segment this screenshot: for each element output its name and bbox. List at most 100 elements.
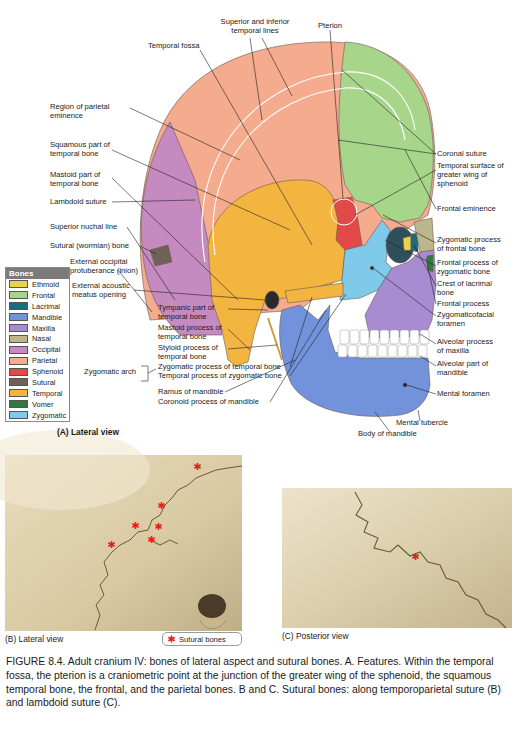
- mastoid-photo: [200, 620, 226, 629]
- part-label: External acoustic meatus opening: [72, 282, 134, 300]
- part-label: Zygomatic process of temporal bone: [158, 363, 290, 372]
- part-label: Mastoid process of temporal bone: [158, 324, 228, 342]
- legend-text: Lacrimal: [32, 302, 60, 311]
- asterisk-symbol: [108, 541, 114, 548]
- legend-swatch: [9, 302, 28, 310]
- part-label: Frontal process: [437, 300, 517, 309]
- sutural-bone: [150, 245, 172, 266]
- mandible-bone: [280, 305, 430, 416]
- photo-b: [0, 430, 242, 631]
- pterion-circle: [331, 199, 357, 225]
- legend-text: Occipital: [32, 345, 60, 354]
- legend-row: Lacrimal: [6, 301, 69, 312]
- part-label: Tympanic part of temporal bone: [158, 304, 228, 322]
- teeth: [338, 330, 429, 357]
- photo-shading: [0, 430, 150, 510]
- frontal-bone: [339, 42, 433, 222]
- legend-swatch: [9, 335, 28, 343]
- legend-row: Maxilla: [6, 323, 69, 334]
- legend-swatch: [9, 324, 28, 332]
- legend-swatch: [9, 280, 28, 288]
- part-label: Ramus of mandible: [158, 388, 238, 397]
- styloid-process: [268, 318, 282, 360]
- part-label: Mastoid part of temporal bone: [50, 171, 112, 189]
- asterisk-symbol: [412, 553, 418, 560]
- asterisk-symbol: [148, 536, 154, 543]
- legend-swatch: [9, 346, 28, 354]
- part-label: Squamous part of temporal bone: [50, 141, 112, 159]
- legend-text: Maxilla: [32, 324, 55, 333]
- legend-text: Sutural: [32, 378, 55, 387]
- part-label: Lambdoid suture: [50, 198, 130, 207]
- legend-swatch: [9, 411, 28, 419]
- legend-swatch: [9, 378, 28, 386]
- legend-sample: [163, 633, 179, 645]
- part-label: Frontal eminence: [437, 205, 517, 214]
- photo-panel: (B) Lateral view: [5, 455, 242, 631]
- part-label: Body of mandible: [358, 430, 438, 439]
- part-label: Region of parietal eminence: [50, 103, 130, 121]
- asterisk-symbol: [158, 502, 164, 509]
- part-label: Pterion: [318, 22, 358, 31]
- vomer-bone: [427, 255, 433, 272]
- part-label: Superior and inferior temporal lines: [215, 18, 295, 36]
- legend-row: Sutural: [6, 377, 69, 388]
- part-label: Frontal process of zygomatic bone: [437, 259, 509, 277]
- legend-swatch: [9, 389, 28, 397]
- orbit: [386, 227, 414, 263]
- legend-box: BonesEthmoidFrontalLacrimalMandibleMaxil…: [5, 267, 70, 422]
- legend-row: Zygomatic: [6, 410, 69, 421]
- part-label: Crest of lacrimal bone: [437, 280, 493, 298]
- part-label: External occipital protuberance (inion): [70, 258, 148, 276]
- legend-text: Temporal: [32, 389, 62, 398]
- asterisk-symbol: [194, 463, 200, 470]
- ethmoid-bone: [403, 236, 411, 251]
- part-label: Temporal process of zygomatic bone: [158, 372, 290, 381]
- legend-text: Frontal: [32, 291, 55, 300]
- part-label: Coronal suture: [437, 150, 517, 159]
- legend-text: Parietal: [32, 356, 57, 365]
- legend-text: Zygomatic: [32, 411, 66, 420]
- legend-row: Temporal: [6, 388, 69, 399]
- photo-panel: (C) Posterior view: [282, 488, 512, 628]
- part-label: Temporal fossa: [148, 42, 228, 51]
- asterisk-symbol: [132, 522, 138, 529]
- zygomatic-arch: [285, 283, 343, 303]
- legend-text: Vomer: [32, 400, 53, 409]
- suture-line: [355, 492, 506, 628]
- legend-text: Sutural bones: [179, 635, 226, 644]
- legend-text: Nasal: [32, 334, 51, 343]
- part-label: Zygomaticofacial foramen: [437, 311, 509, 329]
- suture-line: [95, 466, 242, 630]
- part-label: Superior nuchal line: [50, 223, 130, 232]
- legend-swatch: [9, 313, 28, 321]
- panel-label: (B) Lateral view: [5, 634, 63, 644]
- legend-swatch: [9, 400, 28, 408]
- legend-text: Mandible: [32, 313, 62, 322]
- part-label: Mental foramen: [437, 390, 517, 399]
- legend-text: Sphenoid: [32, 367, 63, 376]
- figure-caption: FIGURE 8.4. Adult cranium IV: bones of l…: [6, 655, 514, 710]
- part-label: Zygomatic arch: [84, 368, 144, 377]
- mental-foramen: [403, 383, 407, 387]
- legend-box: Sutural bones: [162, 632, 242, 646]
- part-label: (A) Lateral view: [57, 428, 157, 438]
- legend-title: Bones: [9, 269, 33, 278]
- part-label: Zygomatic process of frontal bone: [437, 236, 509, 254]
- part-label: Sutural (wormian) bone: [50, 242, 142, 251]
- legend-swatch: [9, 368, 28, 376]
- acoustic-meatus: [265, 291, 279, 309]
- legend-swatch: [9, 357, 28, 365]
- part-label: Alveolar process of maxilla: [437, 338, 499, 356]
- legend-header: Bones: [6, 268, 69, 279]
- asterisk-symbol: [168, 635, 174, 642]
- part-label: Styloid process of temporal bone: [158, 344, 228, 362]
- legend-row: Vomer: [6, 399, 69, 410]
- part-label: Coronoid process of mandible: [158, 398, 270, 407]
- legend-row: Occipital: [6, 344, 69, 355]
- part-label: Mental tubercle: [396, 419, 476, 428]
- legend-row: Mandible: [6, 312, 69, 323]
- temporal-lines: [202, 72, 415, 262]
- legend-text: Ethmoid: [32, 280, 59, 289]
